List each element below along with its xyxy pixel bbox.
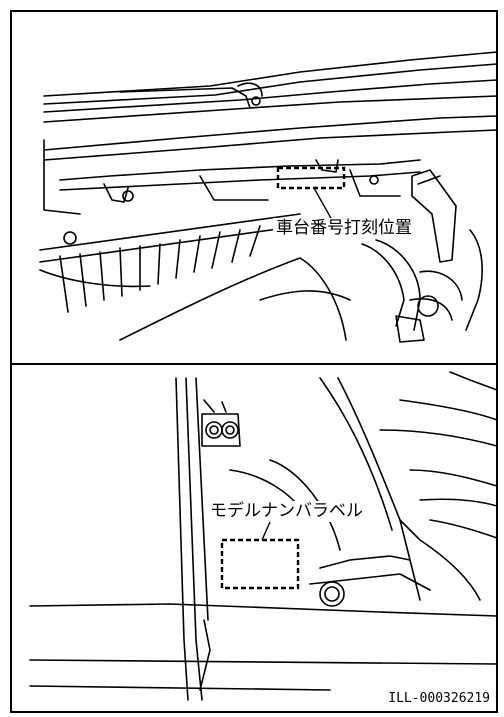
- vin-leader-line: [313, 187, 333, 221]
- model-number-label-callout: モデルナンバラベル: [207, 501, 366, 522]
- illustration-code: ILL-000326219: [388, 691, 490, 706]
- vin-location-dashed-box: [276, 166, 346, 190]
- vin-stamp-location-label: 車台番号打刻位置: [273, 218, 415, 239]
- top-panel-drawing: [39, 51, 498, 343]
- outer-border: [10, 10, 498, 713]
- model-leader-line: [261, 521, 271, 541]
- bottom-panel-drawing: [29, 371, 498, 701]
- model-label-dashed-box: [220, 538, 300, 590]
